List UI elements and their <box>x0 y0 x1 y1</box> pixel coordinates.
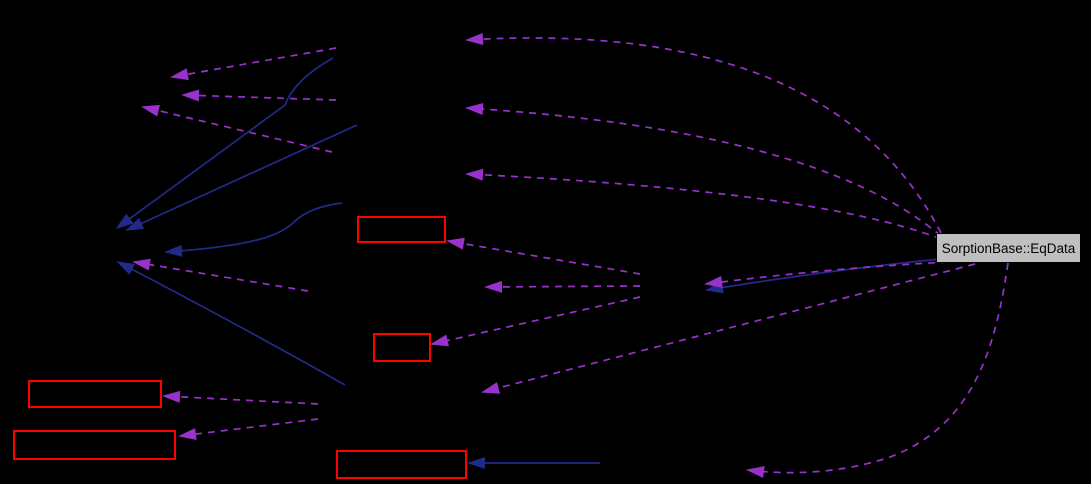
dashed-edge <box>481 263 976 394</box>
dashed-edge <box>465 33 942 234</box>
usage-edges <box>132 33 1009 478</box>
solid-edge <box>164 202 343 257</box>
dashed-edge <box>430 296 641 347</box>
dashed-edge <box>465 168 942 240</box>
red-node-group <box>13 216 467 479</box>
solid-edge <box>705 258 941 294</box>
dashed-edge <box>446 237 641 275</box>
dashed-edge <box>141 104 333 153</box>
red-node[interactable] <box>13 430 176 460</box>
dashed-edge <box>181 89 337 102</box>
main-node-sorptionbase-eqdata[interactable]: SorptionBase::EqData <box>936 233 1081 263</box>
dashed-edge <box>746 262 1009 478</box>
red-node[interactable] <box>336 450 467 479</box>
solid-edge <box>116 261 346 386</box>
main-node-label: SorptionBase::EqData <box>941 240 1076 256</box>
dashed-edge <box>484 280 641 293</box>
dashed-edge <box>132 258 309 292</box>
red-node[interactable] <box>373 333 431 362</box>
dashed-edge <box>178 418 319 440</box>
red-node[interactable] <box>28 380 162 408</box>
dashed-edge <box>170 47 337 81</box>
dashed-edge <box>465 103 942 237</box>
inheritance-edges <box>115 57 941 469</box>
dashed-edge <box>704 261 949 288</box>
red-node[interactable] <box>357 216 446 243</box>
dashed-edge <box>162 390 319 405</box>
solid-edge <box>125 124 358 231</box>
solid-edge <box>115 57 334 230</box>
